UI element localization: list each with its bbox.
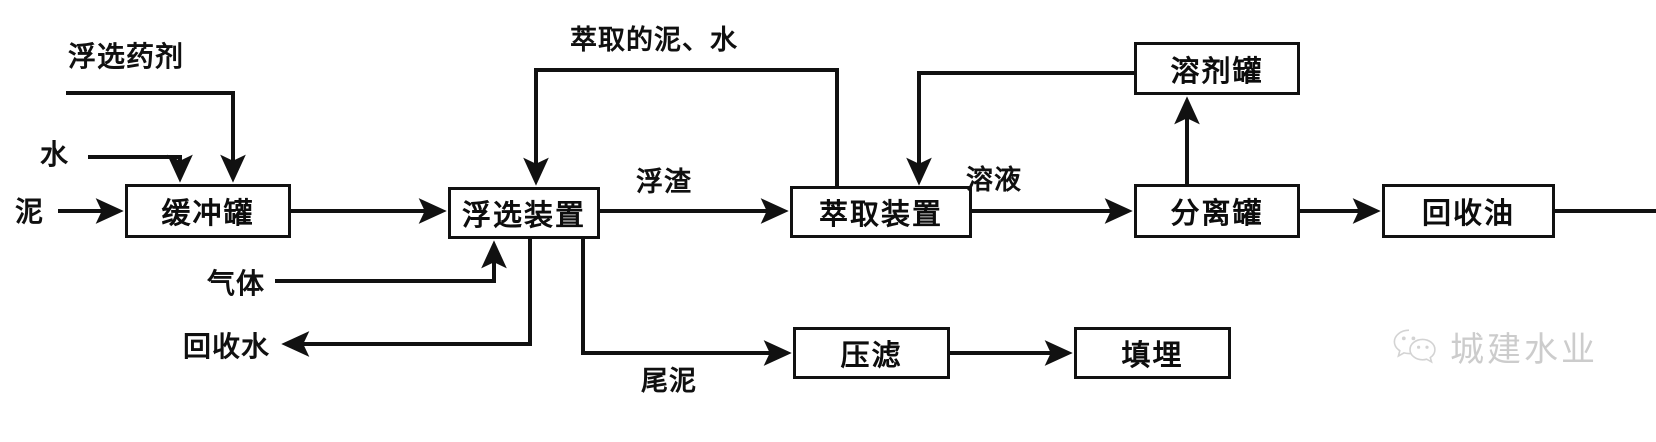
- label-flotation-reagent: 浮选药剂: [68, 42, 185, 73]
- label-extracted-mud-water: 萃取的泥、水: [570, 25, 738, 55]
- node-solvent-tank[interactable]: 溶剂罐: [1134, 42, 1300, 95]
- label-float-scum: 浮渣: [636, 167, 692, 197]
- node-press-filter[interactable]: 压滤: [793, 327, 950, 379]
- watermark: 城建水业: [1392, 322, 1598, 371]
- node-flotation-device-label: 浮选装置: [461, 200, 586, 232]
- node-solvent-tank-label: 溶剂罐: [1170, 55, 1264, 88]
- wechat-icon: [1393, 328, 1436, 364]
- node-buffer-tank[interactable]: 缓冲罐: [125, 184, 291, 238]
- node-buffer-tank-label: 缓冲罐: [161, 198, 255, 230]
- watermark-text: 城建水业: [1450, 331, 1598, 369]
- node-flotation-device[interactable]: 浮选装置: [448, 187, 600, 239]
- node-separator-tank-label: 分离罐: [1170, 198, 1264, 230]
- node-recovered-oil-label: 回收油: [1421, 198, 1515, 230]
- label-recovered-water: 回收水: [183, 332, 271, 363]
- edge-reagent-to-buffer: [66, 91, 246, 183]
- label-gas: 气体: [207, 269, 266, 300]
- node-separator-tank[interactable]: 分离罐: [1134, 184, 1300, 238]
- node-recovered-oil[interactable]: 回收油: [1382, 184, 1555, 238]
- node-landfill[interactable]: 填埋: [1074, 327, 1231, 379]
- edge-water-to-buffer: [88, 154, 193, 183]
- label-water: 水: [40, 140, 70, 171]
- node-extraction-device[interactable]: 萃取装置: [790, 186, 972, 238]
- label-solution: 溶液: [966, 165, 1022, 195]
- edge-flotation-to-recovered-water: [281, 239, 532, 357]
- node-press-filter-label: 压滤: [840, 340, 903, 372]
- label-mud: 泥: [15, 197, 45, 228]
- edge-flotation-to-pressfilter: [581, 239, 792, 366]
- edge-solvent-to-extraction: [906, 71, 1134, 186]
- edge-extraction-to-flotation-recycle: [523, 68, 839, 186]
- edge-gas-to-flotation: [275, 240, 507, 283]
- label-tail-mud: 尾泥: [641, 366, 697, 396]
- node-extraction-device-label: 萃取装置: [818, 199, 943, 231]
- node-landfill-label: 填埋: [1121, 340, 1184, 372]
